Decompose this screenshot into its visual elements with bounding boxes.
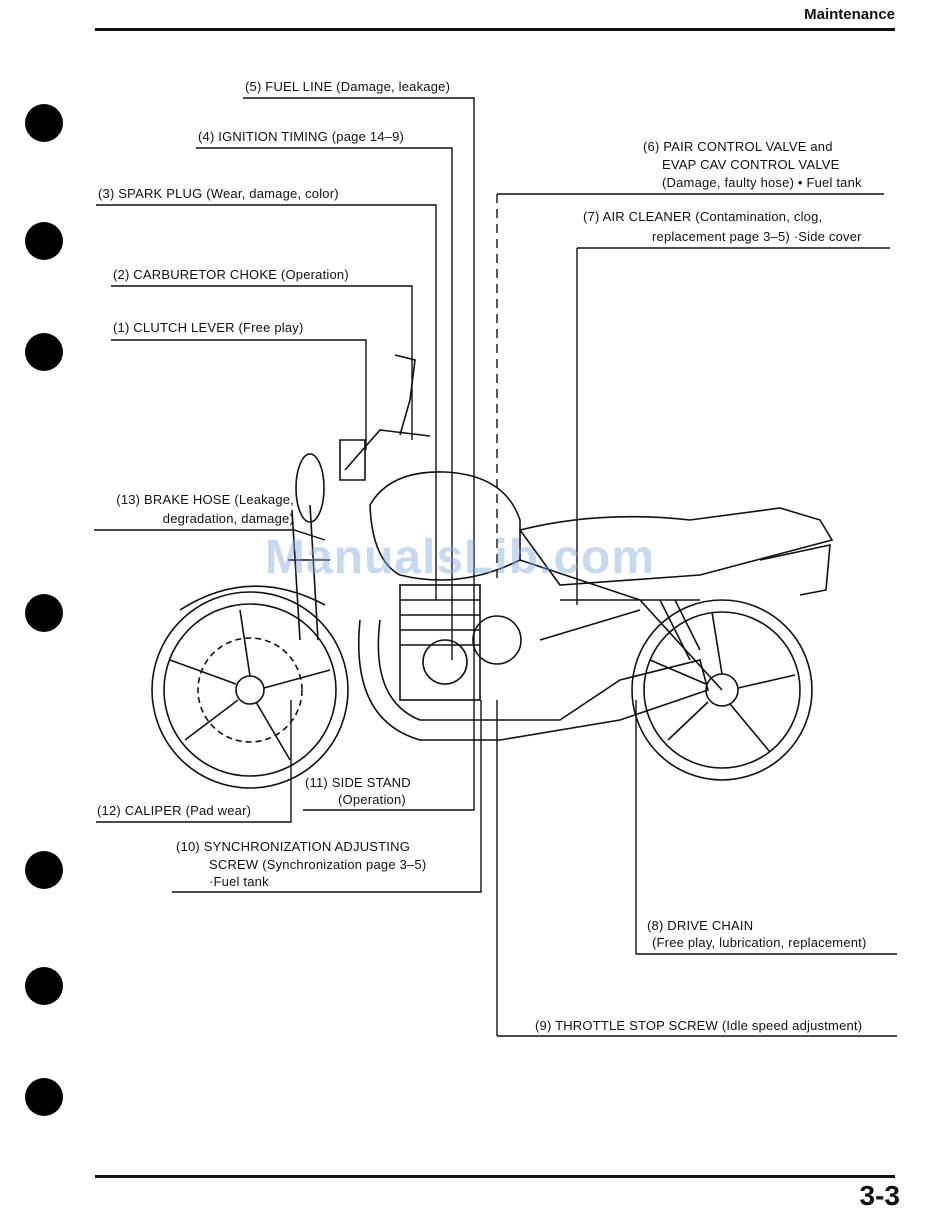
header-rule [95, 28, 895, 31]
label-fuel-line: (5) FUEL LINE (Damage, leakage) [245, 79, 451, 94]
footer-rule [95, 1175, 895, 1178]
section-title: Maintenance [804, 6, 895, 23]
label-pair-valve-1: (6) PAIR CONTROL VALVE and [643, 139, 833, 154]
binder-hole [25, 851, 63, 889]
label-throttle-stop: (9) THROTTLE STOP SCREW (Idle speed adju… [535, 1018, 863, 1033]
label-side-stand-1: (11) SIDE STAND [305, 775, 411, 790]
binder-hole [25, 222, 63, 260]
watermark: ManualsLib.com [265, 531, 656, 584]
binder-hole [25, 594, 63, 632]
binder-hole [25, 333, 63, 371]
label-pair-valve-2: EVAP CAV CONTROL VALVE [662, 157, 840, 172]
label-sync-1: (10) SYNCHRONIZATION ADJUSTING [176, 839, 411, 854]
label-drive-chain-2: (Free play, lubrication, replacement) [652, 935, 867, 950]
label-pair-valve-3: (Damage, faulty hose) • Fuel tank [662, 175, 862, 190]
page-number: 3-3 [859, 1180, 900, 1211]
label-sync-3: ·Fuel tank [209, 874, 269, 889]
binder-hole [25, 104, 63, 142]
label-clutch-lever: (1) CLUTCH LEVER (Free play) [113, 320, 304, 335]
label-ignition-timing: (4) IGNITION TIMING (page 14–9) [198, 129, 405, 144]
label-drive-chain-1: (8) DRIVE CHAIN [647, 918, 754, 933]
label-brake-hose-2: degradation, damage) [162, 511, 294, 526]
binder-hole [25, 1078, 63, 1116]
label-caliper: (12) CALIPER (Pad wear) [97, 803, 252, 818]
label-spark-plug: (3) SPARK PLUG (Wear, damage, color) [98, 186, 339, 201]
binder-hole [25, 967, 63, 1005]
label-sync-2: SCREW (Synchronization page 3–5) [209, 857, 427, 872]
label-air-cleaner-2: replacement page 3–5) ·Side cover [652, 229, 862, 244]
label-carburetor-choke: (2) CARBURETOR CHOKE (Operation) [113, 267, 349, 282]
label-brake-hose-1: (13) BRAKE HOSE (Leakage, [116, 492, 294, 507]
label-side-stand-2: (Operation) [338, 792, 406, 807]
label-air-cleaner-1: (7) AIR CLEANER (Contamination, clog, [583, 209, 823, 224]
